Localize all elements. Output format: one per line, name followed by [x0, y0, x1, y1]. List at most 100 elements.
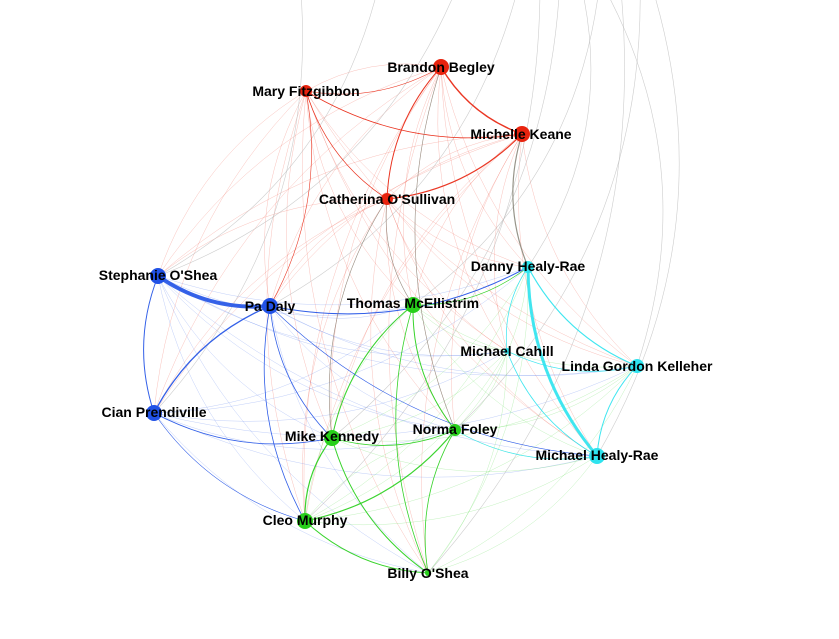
- node-norma[interactable]: [449, 424, 461, 436]
- faint-edge: [269, 305, 429, 574]
- node-billy[interactable]: [425, 570, 431, 576]
- edge-mary-catherina: [305, 90, 388, 200]
- node-linda[interactable]: [630, 359, 644, 373]
- node-pa[interactable]: [262, 298, 278, 314]
- edge-danny-michaelc: [506, 266, 529, 352]
- node-label-billy: Billy O'Shea: [387, 565, 468, 581]
- edge-michaelc-linda: [506, 350, 638, 372]
- faint-edge: [269, 305, 508, 356]
- faint-edge: [153, 412, 456, 450]
- edge-pa-cleo: [263, 305, 306, 522]
- faint-edge: [157, 0, 452, 277]
- node-label-pa: Pa Daly: [245, 298, 296, 314]
- node-michaelhr[interactable]: [589, 448, 605, 464]
- edge-pa-danny: [269, 266, 529, 315]
- node-danny[interactable]: [522, 261, 534, 273]
- faint-edge: [386, 133, 523, 200]
- edge-michelle-danny: [512, 133, 529, 268]
- faint-edge: [412, 0, 598, 306]
- edge-brandon-norma: [414, 66, 456, 431]
- node-mike[interactable]: [324, 430, 340, 446]
- faint-edge: [304, 350, 508, 522]
- faint-edge: [331, 304, 414, 439]
- faint-edge: [157, 275, 456, 431]
- faint-edge: [153, 412, 429, 574]
- node-label-linda: Linda Gordon Kelleher: [562, 358, 713, 374]
- faint-edge: [331, 133, 523, 439]
- node-michaelc[interactable]: [504, 348, 510, 354]
- faint-edge: [305, 90, 529, 268]
- node-cleo[interactable]: [297, 513, 313, 529]
- faint-edge: [304, 455, 598, 526]
- faint-edge: [305, 90, 508, 352]
- edge-thomas-danny: [412, 266, 529, 306]
- faint-edge: [269, 305, 333, 439]
- node-label-norma: Norma Foley: [413, 421, 498, 437]
- edge-pa-michaelhr: [269, 305, 598, 457]
- faint-edge-layer: [143, 0, 680, 574]
- node-brandon[interactable]: [433, 59, 449, 75]
- faint-edge: [153, 304, 414, 414]
- edge-mary-michelle: [305, 90, 523, 139]
- node-catherina[interactable]: [381, 193, 393, 205]
- edge-mary-brandon: [305, 66, 442, 95]
- faint-edge: [454, 0, 641, 431]
- faint-edge: [596, 365, 638, 457]
- edge-cleo-billy: [304, 520, 429, 574]
- faint-edge: [157, 275, 429, 574]
- faint-edge: [153, 305, 271, 414]
- edge-linda-michaelhr: [596, 365, 638, 457]
- faint-edge: [304, 304, 414, 522]
- edge-cian-mike: [153, 412, 333, 445]
- edge-mike-norma: [331, 429, 456, 446]
- edge-mike-billy: [331, 437, 429, 574]
- faint-edge: [331, 437, 598, 472]
- faint-edge: [403, 66, 442, 306]
- node-label-michaelc: Michael Cahill: [460, 343, 553, 359]
- edge-danny-michaelhr: [526, 265, 599, 458]
- node-stephanie[interactable]: [150, 268, 166, 284]
- faint-edge: [269, 198, 388, 307]
- faint-edge: [153, 66, 442, 414]
- faint-edge: [305, 90, 456, 431]
- node-mary[interactable]: [300, 85, 312, 97]
- node-label-catherina: Catherina O'Sullivan: [319, 191, 455, 207]
- faint-edge: [153, 412, 598, 478]
- faint-edge: [412, 304, 508, 352]
- faint-edge: [610, 0, 664, 367]
- faint-edge: [395, 304, 429, 574]
- faint-edge: [157, 275, 333, 439]
- edge-pa-cian: [153, 305, 271, 414]
- edge-danny-linda: [527, 266, 638, 367]
- faint-edge: [388, 66, 442, 574]
- faint-edge: [412, 304, 598, 457]
- node-thomas[interactable]: [405, 297, 421, 313]
- faint-edge: [454, 350, 508, 431]
- faint-edge: [153, 198, 388, 414]
- faint-edge: [440, 66, 638, 367]
- edge-norma-billy: [424, 429, 456, 574]
- faint-edge: [305, 63, 442, 92]
- faint-edge: [440, 66, 598, 457]
- faint-edge: [494, 133, 523, 352]
- faint-edge: [386, 198, 529, 268]
- faint-edge: [440, 66, 523, 135]
- node-label-mary: Mary Fitzgibbon: [252, 83, 359, 99]
- edge-brandon-catherina: [386, 66, 442, 200]
- node-cian[interactable]: [146, 405, 162, 421]
- edge-stephanie-cian: [143, 275, 159, 414]
- faint-edge: [305, 90, 638, 367]
- faint-edge: [304, 365, 638, 522]
- node-michelle[interactable]: [514, 126, 530, 142]
- faint-edge: [437, 66, 508, 352]
- node-label-cian: Cian Prendiville: [101, 404, 206, 420]
- edge-norma-michaelhr: [454, 429, 598, 460]
- faint-edge: [454, 266, 529, 431]
- faint-edge: [427, 0, 625, 574]
- faint-edge: [305, 90, 414, 306]
- faint-edge: [269, 305, 638, 377]
- node-label-michelle: Michelle Keane: [470, 126, 571, 142]
- faint-edge: [304, 0, 541, 522]
- faint-edge: [412, 133, 523, 306]
